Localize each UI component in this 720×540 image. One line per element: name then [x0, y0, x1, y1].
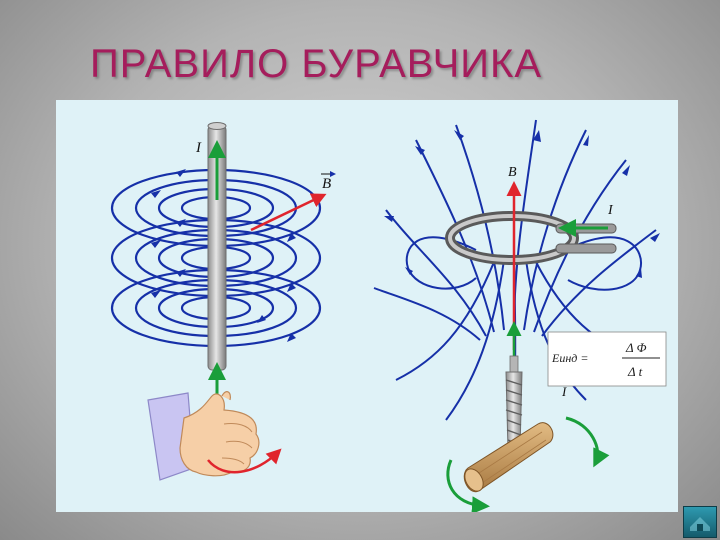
loop-field-arrowheads: [384, 130, 660, 278]
gimlet-tip: [509, 355, 519, 373]
hand-rotation-arrow: [207, 448, 282, 474]
diagram-panel: I B: [56, 100, 678, 515]
gimlet-rule-diagram: I B: [110, 119, 667, 515]
gimlet-rotation-arrow-left: [446, 459, 490, 515]
gimlet-rotation-arrow-right: [565, 416, 610, 468]
hand-fist: [179, 393, 260, 477]
hand-finger-lines: [221, 423, 253, 465]
ring-direction-arrows: [151, 169, 296, 342]
gimlet-threads: [505, 379, 523, 446]
current-loop-highlight: [448, 214, 576, 262]
field-vector-arrow: [250, 193, 327, 232]
formula-lhs: Eинд =: [551, 351, 588, 365]
slide-title: ПРАВИЛО БУРАВЧИКА: [90, 42, 543, 86]
left-current-label: I: [195, 140, 202, 156]
gimlet-wood-grain: [475, 431, 547, 484]
left-field-label: B: [322, 176, 331, 192]
loop-current-label: I: [607, 203, 614, 218]
loop-field-label: B: [508, 165, 517, 180]
gimlet-handle-end: [464, 468, 484, 492]
gimlet-wooden-handle: [463, 422, 554, 493]
gimlet-current-label: I: [561, 384, 567, 399]
conductor-rod-top: [207, 122, 227, 130]
right-hand-illustration: [147, 391, 282, 481]
home-icon: [690, 517, 710, 531]
gimlet-illustration: [446, 321, 610, 515]
formula-numerator: Δ Φ: [625, 340, 647, 355]
hand-thumb: [221, 391, 231, 401]
loop-lead-bottom: [555, 243, 617, 254]
formula-box-background: [547, 331, 667, 387]
formula-denominator: Δ t: [627, 364, 643, 379]
formula-box: Eинд = Δ Φ Δ t: [547, 331, 667, 387]
home-button[interactable]: [683, 506, 717, 538]
